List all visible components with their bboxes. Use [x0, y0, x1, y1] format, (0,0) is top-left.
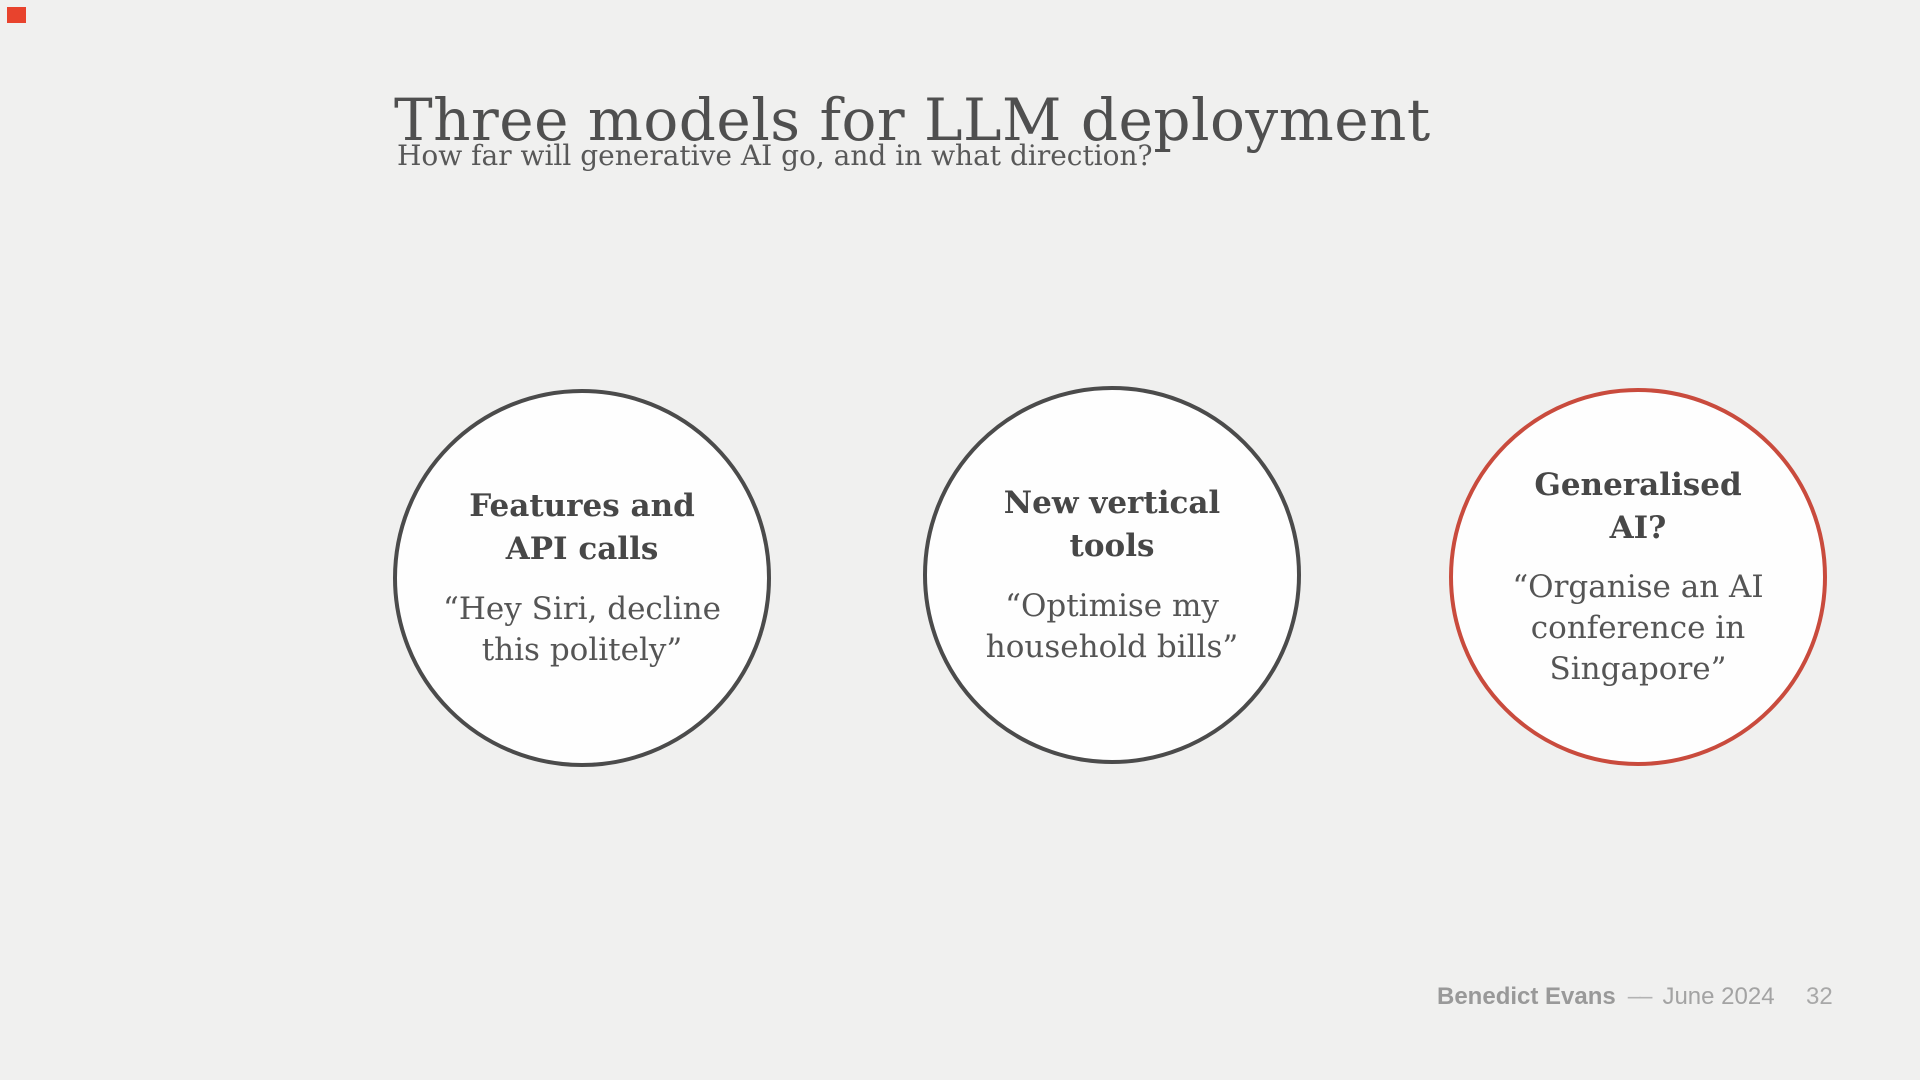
brand-mark-red-square	[7, 7, 26, 23]
footer-date: June 2024	[1662, 983, 1775, 1010]
footer: Benedict Evans –– June 2024	[1437, 983, 1775, 1011]
page-number: 32	[1806, 983, 1833, 1010]
page-title: Three models for LLM deployment	[394, 85, 1431, 154]
circle-heading: New vertical tools	[1003, 485, 1221, 565]
footer-separator: ––	[1627, 983, 1653, 1010]
circle-quote: “Hey Siri, decline this politely”	[443, 590, 721, 668]
circle-quote: “Organise an AI conference in Singapore”	[1512, 569, 1764, 688]
circle-features-api-calls: Features and API calls “Hey Siri, declin…	[393, 389, 771, 767]
circle-generalised-ai: Generalised AI? “Organise an AI conferen…	[1449, 388, 1827, 766]
circle-heading: Features and API calls	[469, 488, 695, 568]
circle-new-vertical-tools: New vertical tools “Optimise my househol…	[923, 386, 1301, 764]
footer-author: Benedict Evans	[1437, 983, 1616, 1010]
page-subtitle: How far will generative AI go, and in wh…	[397, 139, 1153, 172]
circle-quote: “Optimise my household bills”	[985, 587, 1239, 665]
circle-heading: Generalised AI?	[1534, 466, 1742, 546]
